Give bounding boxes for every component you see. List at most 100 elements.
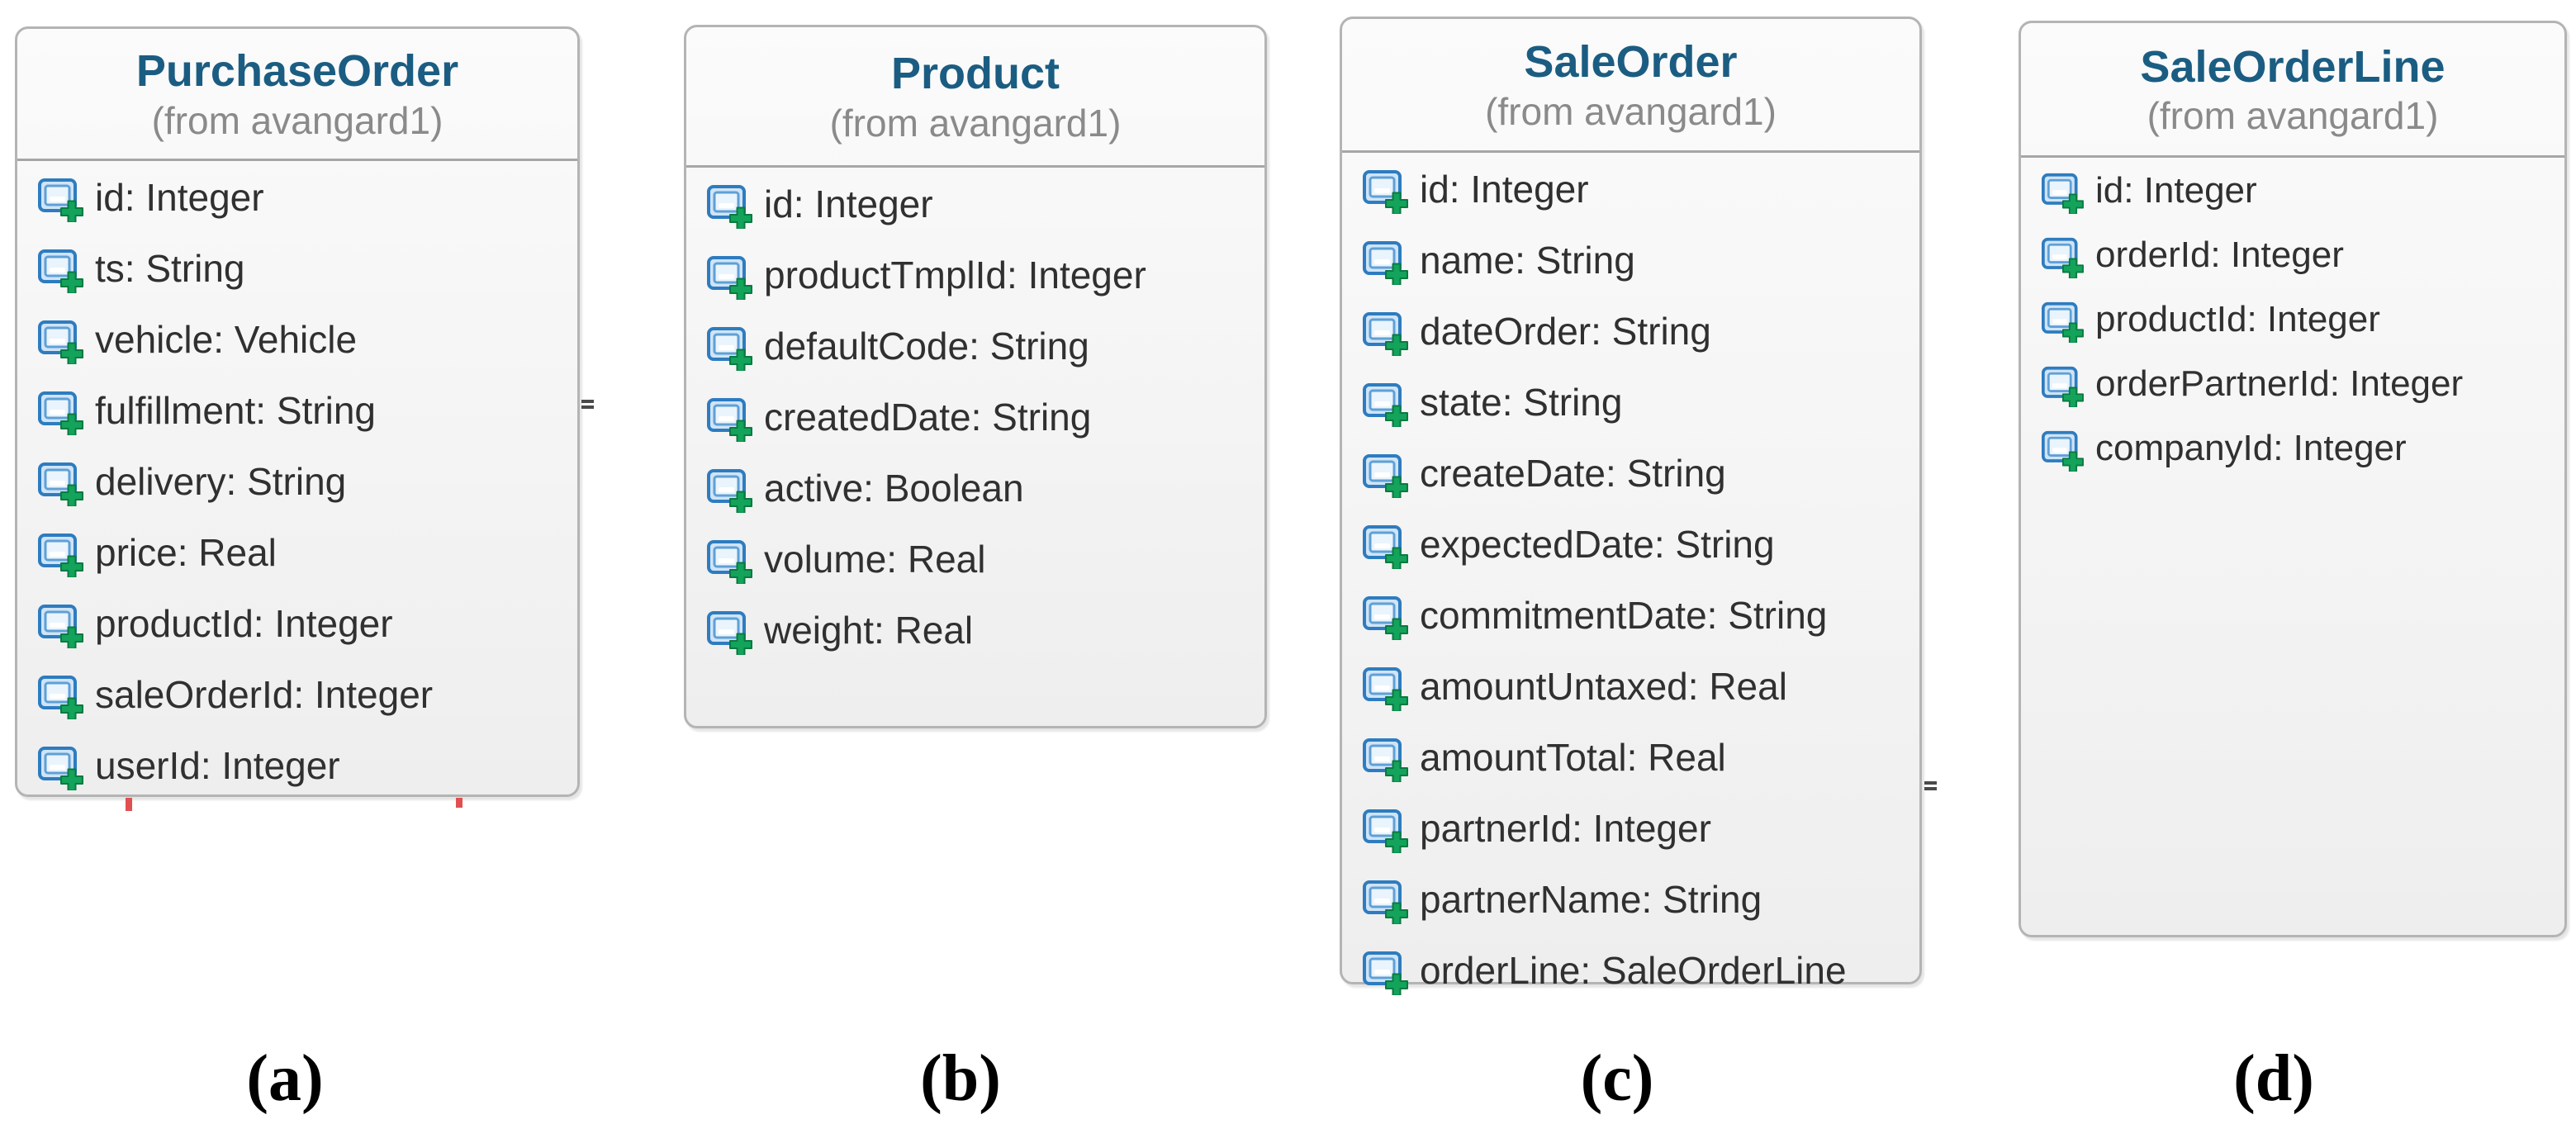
attribute-text: vehicle: Vehicle bbox=[95, 318, 358, 361]
attribute-icon bbox=[38, 605, 83, 648]
attribute-row: orderPartnerId: Integer bbox=[2021, 354, 2564, 419]
attribute-row: vehicle: Vehicle bbox=[17, 306, 577, 377]
attribute-row: expectedDate: String bbox=[1342, 511, 1919, 582]
attribute-list: id: Integer ts: String vehicle: Vehicle … bbox=[17, 161, 577, 804]
attribute-row: defaultCode: String bbox=[686, 313, 1264, 384]
attribute-row: partnerName: String bbox=[1342, 866, 1919, 937]
attribute-text: fulfillment: String bbox=[95, 389, 377, 432]
attribute-text: active: Boolean bbox=[764, 467, 1024, 510]
attribute-row: weight: Real bbox=[686, 597, 1264, 668]
attribute-icon bbox=[2042, 301, 2084, 343]
attribute-text: delivery: String bbox=[95, 460, 347, 503]
attribute-text: defaultCode: String bbox=[764, 325, 1089, 368]
attribute-icon bbox=[1363, 738, 1408, 782]
attribute-text: state: String bbox=[1420, 381, 1623, 424]
attribute-text: productId: Integer bbox=[95, 602, 393, 645]
attribute-row: name: String bbox=[1342, 227, 1919, 298]
attribute-row: price: Real bbox=[17, 519, 577, 590]
class-box-saleorderline: SaleOrderLine (from avangard1) id: Integ… bbox=[2019, 21, 2567, 937]
connector-stub bbox=[581, 400, 594, 409]
attribute-icon bbox=[1363, 880, 1408, 924]
figure-label-b: (b) bbox=[920, 1042, 1001, 1115]
attribute-text: orderLine: SaleOrderLine bbox=[1420, 949, 1847, 992]
attribute-icon bbox=[1363, 667, 1408, 711]
attribute-row: orderLine: SaleOrderLine bbox=[1342, 937, 1919, 1008]
attribute-icon bbox=[1363, 383, 1408, 427]
class-title: SaleOrderLine bbox=[2140, 41, 2446, 92]
attribute-text: userId: Integer bbox=[95, 744, 340, 787]
attribute-row: amountUntaxed: Real bbox=[1342, 653, 1919, 724]
attribute-text: ts: String bbox=[95, 247, 245, 290]
attribute-icon bbox=[38, 391, 83, 435]
attribute-row: amountTotal: Real bbox=[1342, 724, 1919, 795]
package-label: (from avangard1) bbox=[151, 98, 444, 142]
attribute-icon bbox=[2042, 173, 2084, 214]
attribute-icon bbox=[1363, 525, 1408, 569]
attribute-text: partnerName: String bbox=[1420, 878, 1762, 921]
error-marker bbox=[126, 798, 132, 811]
attribute-text: weight: Real bbox=[764, 609, 974, 652]
attribute-row: volume: Real bbox=[686, 526, 1264, 597]
attribute-row: orderId: Integer bbox=[2021, 225, 2564, 290]
attribute-row: userId: Integer bbox=[17, 733, 577, 804]
attribute-icon bbox=[707, 469, 752, 513]
attribute-row: companyId: Integer bbox=[2021, 419, 2564, 483]
class-box-saleorder: SaleOrder (from avangard1) id: Integer n… bbox=[1340, 17, 1922, 995]
attribute-icon bbox=[38, 462, 83, 506]
attribute-text: createdDate: String bbox=[764, 396, 1092, 439]
attribute-text: orderId: Integer bbox=[2095, 235, 2344, 275]
class-header: SaleOrderLine (from avangard1) bbox=[2021, 23, 2564, 158]
attribute-row: dateOrder: String bbox=[1342, 298, 1919, 369]
attribute-text: productId: Integer bbox=[2095, 299, 2380, 339]
attribute-icon bbox=[707, 256, 752, 300]
attribute-row: fulfillment: String bbox=[17, 377, 577, 448]
attribute-row: productTmplId: Integer bbox=[686, 242, 1264, 313]
attribute-text: partnerId: Integer bbox=[1420, 807, 1711, 850]
attribute-text: price: Real bbox=[95, 531, 277, 574]
attribute-icon bbox=[1363, 454, 1408, 498]
attribute-icon bbox=[38, 676, 83, 719]
attribute-icon bbox=[707, 611, 752, 655]
attribute-icon bbox=[1363, 241, 1408, 285]
attribute-icon bbox=[38, 320, 83, 364]
attribute-list: id: Integer orderId: Integer productId: … bbox=[2021, 158, 2564, 483]
attribute-row: delivery: String bbox=[17, 448, 577, 519]
attribute-row: id: Integer bbox=[1342, 156, 1919, 227]
attribute-icon bbox=[707, 398, 752, 442]
attribute-text: amountUntaxed: Real bbox=[1420, 665, 1787, 708]
attribute-text: companyId: Integer bbox=[2095, 428, 2407, 468]
attribute-text: name: String bbox=[1420, 239, 1635, 282]
attribute-icon bbox=[1363, 596, 1408, 640]
attribute-row: commitmentDate: String bbox=[1342, 582, 1919, 653]
attribute-text: commitmentDate: String bbox=[1420, 594, 1828, 637]
attribute-text: volume: Real bbox=[764, 538, 986, 581]
attribute-row: ts: String bbox=[17, 235, 577, 306]
attribute-row: active: Boolean bbox=[686, 455, 1264, 526]
attribute-icon bbox=[1363, 809, 1408, 853]
attribute-icon bbox=[2042, 366, 2084, 407]
class-box-product: Product (from avangard1) id: Integer pro… bbox=[684, 25, 1267, 728]
attribute-icon bbox=[707, 185, 752, 229]
attribute-text: id: Integer bbox=[764, 183, 933, 225]
attribute-icon bbox=[707, 327, 752, 371]
attribute-row: createDate: String bbox=[1342, 440, 1919, 511]
attribute-list: id: Integer productTmplId: Integer defau… bbox=[686, 168, 1264, 668]
attribute-icon bbox=[38, 534, 83, 577]
attribute-icon bbox=[707, 540, 752, 584]
attribute-row: id: Integer bbox=[686, 171, 1264, 242]
attribute-text: productTmplId: Integer bbox=[764, 254, 1146, 296]
attribute-icon bbox=[1363, 951, 1408, 995]
attribute-icon bbox=[1363, 170, 1408, 214]
attribute-icon bbox=[38, 249, 83, 293]
error-marker bbox=[456, 798, 463, 808]
attribute-row: id: Integer bbox=[2021, 161, 2564, 225]
attribute-text: createDate: String bbox=[1420, 452, 1726, 495]
figure-label-d: (d) bbox=[2233, 1042, 2314, 1115]
attribute-row: saleOrderId: Integer bbox=[17, 662, 577, 733]
attribute-text: orderPartnerId: Integer bbox=[2095, 363, 2464, 404]
attribute-text: dateOrder: String bbox=[1420, 310, 1711, 353]
attribute-text: id: Integer bbox=[2095, 170, 2257, 211]
attribute-icon bbox=[38, 747, 83, 790]
attribute-icon bbox=[2042, 430, 2084, 472]
package-label: (from avangard1) bbox=[829, 101, 1122, 145]
